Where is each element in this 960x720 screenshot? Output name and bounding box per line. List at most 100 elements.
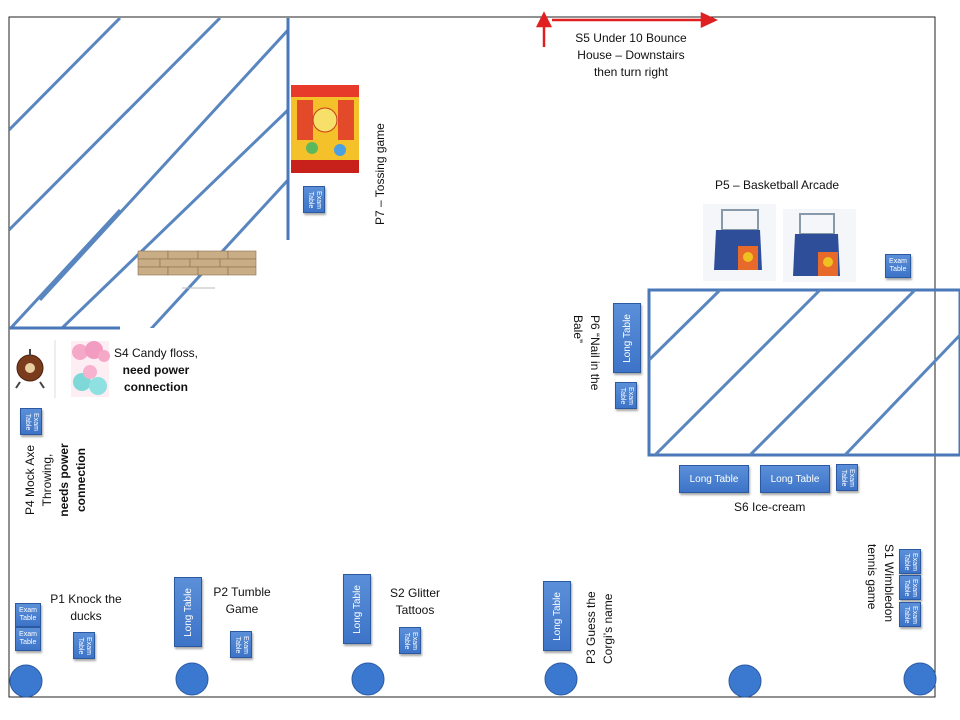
tossing-game-poster	[291, 85, 359, 173]
stall-s2-label: S2 Glitter Tattoos	[380, 585, 450, 619]
text-line: Table	[19, 639, 37, 646]
pillars	[9, 662, 937, 698]
text-line: P7 – Tossing game	[373, 123, 387, 225]
table-label: Long Table	[182, 587, 194, 637]
text-line: Exam	[315, 190, 322, 209]
stall-p4-label: P4 Mock Axe Throwing, needs power connec…	[22, 442, 90, 518]
text-line: S2 Glitter	[389, 586, 440, 600]
stall-p6-label: P6 “Nail in the Bale”	[569, 315, 603, 390]
stall-s5-label: S5 Under 10 Bounce House – Downstairs th…	[556, 30, 706, 81]
hall-outline	[8, 16, 936, 698]
text-line: Exam	[848, 468, 855, 487]
restricted-area-right	[647, 288, 960, 457]
text-line: Exam	[411, 631, 418, 650]
text-line: P3 Guess the	[584, 591, 598, 664]
text-line: Exam	[911, 552, 918, 571]
text-line: Table	[619, 387, 626, 404]
text-line: then turn right	[593, 65, 669, 79]
text-line: ducks	[70, 609, 102, 623]
text-line: Tattoos	[395, 603, 435, 617]
text-line: P1 Knock the	[50, 592, 122, 606]
stall-p2-label: P2 Tumble Game	[206, 584, 278, 618]
text-line: Table	[24, 413, 31, 430]
text-line: Table	[840, 469, 847, 486]
text-line: Throwing,	[40, 453, 54, 507]
text-line: Table	[234, 636, 241, 653]
text-line: Exam	[19, 631, 37, 638]
text-line: Table	[903, 553, 910, 570]
pillar	[175, 662, 209, 696]
text-line: Exam	[911, 578, 918, 597]
stall-s4-label: S4 Candy floss, need power connection	[112, 345, 200, 396]
text-line: Exam	[242, 635, 249, 654]
text-line: Exam	[85, 636, 92, 655]
text-line: connection	[74, 448, 88, 513]
text-line: Table	[903, 606, 910, 623]
text-line: need power	[122, 363, 190, 377]
text-line: S1 Wimbledon	[882, 544, 896, 623]
hay-bale-wall	[137, 250, 257, 276]
text-line: Exam	[627, 386, 634, 405]
text-line: Exam	[889, 258, 907, 265]
long-table: Long Table	[174, 577, 202, 647]
pillar	[728, 664, 762, 698]
text-line: Table	[889, 266, 907, 273]
long-table: Long Table	[679, 465, 749, 493]
table-label: Long Table	[770, 473, 820, 485]
basketball-arcade-machine	[703, 204, 776, 281]
text-line: Table	[903, 579, 910, 596]
text-line: Game	[225, 602, 259, 616]
text-line: Exam	[19, 607, 37, 614]
text-line: Corgi’s name	[601, 593, 615, 664]
text-line: Table	[403, 632, 410, 649]
candy-floss	[71, 341, 110, 397]
long-table: Long Table	[343, 574, 371, 644]
text-line: connection	[123, 380, 188, 394]
text-line: S5 Under 10 Bounce	[575, 31, 687, 45]
text-line: Bale”	[571, 315, 585, 344]
text-line: P2 Tumble	[213, 585, 271, 599]
text-line: P6 “Nail in the	[588, 315, 602, 391]
stall-p1-label: P1 Knock the ducks	[44, 591, 128, 625]
long-table: Long Table	[613, 303, 641, 373]
table-label: Long Table	[351, 584, 363, 634]
stall-p7-label: P7 – Tossing game	[372, 123, 389, 225]
long-table: Long Table	[543, 581, 571, 651]
pillar	[351, 662, 385, 696]
table-label: Long Table	[689, 473, 739, 485]
basketball-arcade-machine	[783, 209, 856, 282]
text-line: S4 Candy floss,	[113, 346, 199, 360]
table-label: Long Table	[551, 591, 563, 641]
text-line: Table	[77, 637, 84, 654]
long-table: Long Table	[760, 465, 830, 493]
stall-p5-label: P5 – Basketball Arcade	[715, 178, 840, 192]
stall-p3-label: P3 Guess the Corgi’s name	[583, 591, 617, 664]
text-line: Exam	[911, 605, 918, 624]
table-label: Long Table	[621, 313, 633, 363]
pillar	[544, 662, 578, 696]
